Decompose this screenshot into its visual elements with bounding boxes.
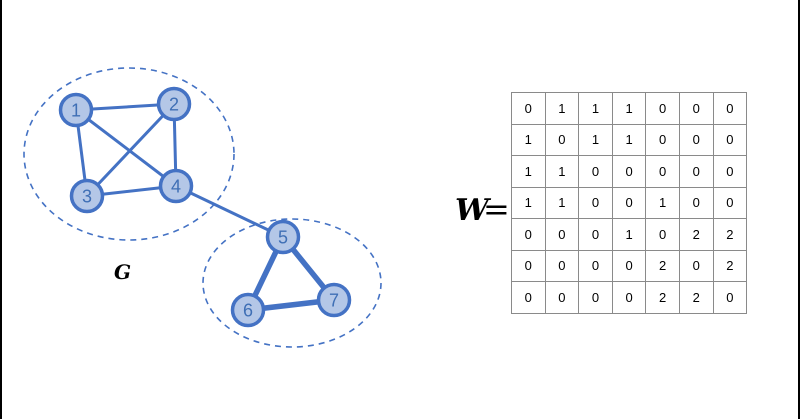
matrix-cell: 0: [645, 92, 680, 125]
node-7: 7: [316, 282, 352, 318]
node-label: 3: [82, 187, 92, 207]
matrix-cell: 0: [511, 218, 546, 251]
matrix-cell: 2: [645, 281, 680, 314]
matrix-cell: 0: [611, 249, 647, 282]
graph-name-label: G: [114, 260, 132, 284]
matrix-cell: 2: [678, 218, 714, 251]
node-label: 6: [243, 301, 253, 321]
matrix-cell: 0: [678, 249, 714, 282]
matrix-cell: 0: [578, 249, 613, 282]
matrix-cell: 0: [678, 92, 714, 125]
matrix-name-label: W: [455, 193, 489, 228]
matrix-cell: 0: [578, 186, 613, 219]
matrix-cell: 0: [511, 249, 546, 282]
matrix-cell: 1: [511, 155, 546, 188]
matrix-cell: 0: [712, 155, 748, 188]
matrix-cell: 0: [645, 218, 680, 251]
matrix-cell: 0: [611, 281, 647, 314]
matrix-cell: 1: [645, 186, 680, 219]
matrix-cell: 1: [611, 218, 647, 251]
matrix-cell: 0: [544, 218, 580, 251]
matrix-cell: 2: [712, 249, 748, 282]
matrix-cell: 0: [578, 155, 613, 188]
node-circle: [265, 219, 301, 255]
matrix-cell: 2: [645, 249, 680, 282]
equals-sign: =: [483, 190, 510, 228]
matrix-cell: 0: [712, 123, 748, 156]
matrix-cell: 0: [578, 281, 613, 314]
node-layer: 1 2 3 4 5 6 7: [58, 86, 352, 328]
node-1: 1: [58, 92, 94, 128]
matrix-cell: 1: [511, 123, 546, 156]
matrix-cell: 0: [511, 92, 546, 125]
matrix-cell: 0: [611, 155, 647, 188]
node-6: 6: [230, 292, 266, 328]
matrix-cell: 2: [678, 281, 714, 314]
node-label: 1: [71, 101, 81, 121]
node-circle: [58, 92, 94, 128]
node-label: 4: [171, 177, 181, 197]
matrix-cell: 0: [611, 186, 647, 219]
matrix-cell: 1: [544, 92, 580, 125]
matrix-cell: 0: [712, 186, 748, 219]
matrix-cell: 0: [678, 123, 714, 156]
matrix-cell: 0: [511, 281, 546, 314]
node-circle: [230, 292, 266, 328]
node-3: 3: [69, 178, 105, 214]
cluster-outline: [23, 67, 235, 241]
cluster-outline: [202, 218, 382, 348]
matrix-cell: 0: [678, 155, 714, 188]
matrix-cell: 0: [578, 218, 613, 251]
matrix-cell: 0: [645, 123, 680, 156]
node-circle: [69, 178, 105, 214]
matrix-cell: 0: [678, 186, 714, 219]
matrix-cell: 1: [544, 155, 580, 188]
matrix-cell: 1: [578, 123, 613, 156]
matrix-cell: 0: [544, 249, 580, 282]
matrix-cell: 1: [544, 186, 580, 219]
matrix-cell: 1: [578, 92, 613, 125]
node-label: 7: [329, 291, 339, 311]
matrix-cell: 1: [511, 186, 546, 219]
matrix-cell: 0: [544, 281, 580, 314]
node-4: 4: [158, 168, 194, 204]
edge-1-4: [74, 108, 178, 188]
matrix-cell: 0: [645, 155, 680, 188]
matrix-cell: 0: [712, 92, 748, 125]
node-label: 5: [278, 228, 288, 248]
node-5: 5: [265, 219, 301, 255]
node-circle: [156, 86, 192, 122]
edge-4-5: [174, 184, 285, 239]
node-2: 2: [156, 86, 192, 122]
matrix-cell: 1: [611, 123, 647, 156]
node-circle: [316, 282, 352, 318]
matrix-cell: 2: [712, 218, 748, 251]
matrix-cell: 0: [712, 281, 748, 314]
node-label: 2: [169, 95, 179, 115]
edge-2-3: [85, 102, 176, 198]
matrix-cell: 1: [611, 92, 647, 125]
matrix-cell: 0: [544, 123, 580, 156]
node-circle: [158, 168, 194, 204]
